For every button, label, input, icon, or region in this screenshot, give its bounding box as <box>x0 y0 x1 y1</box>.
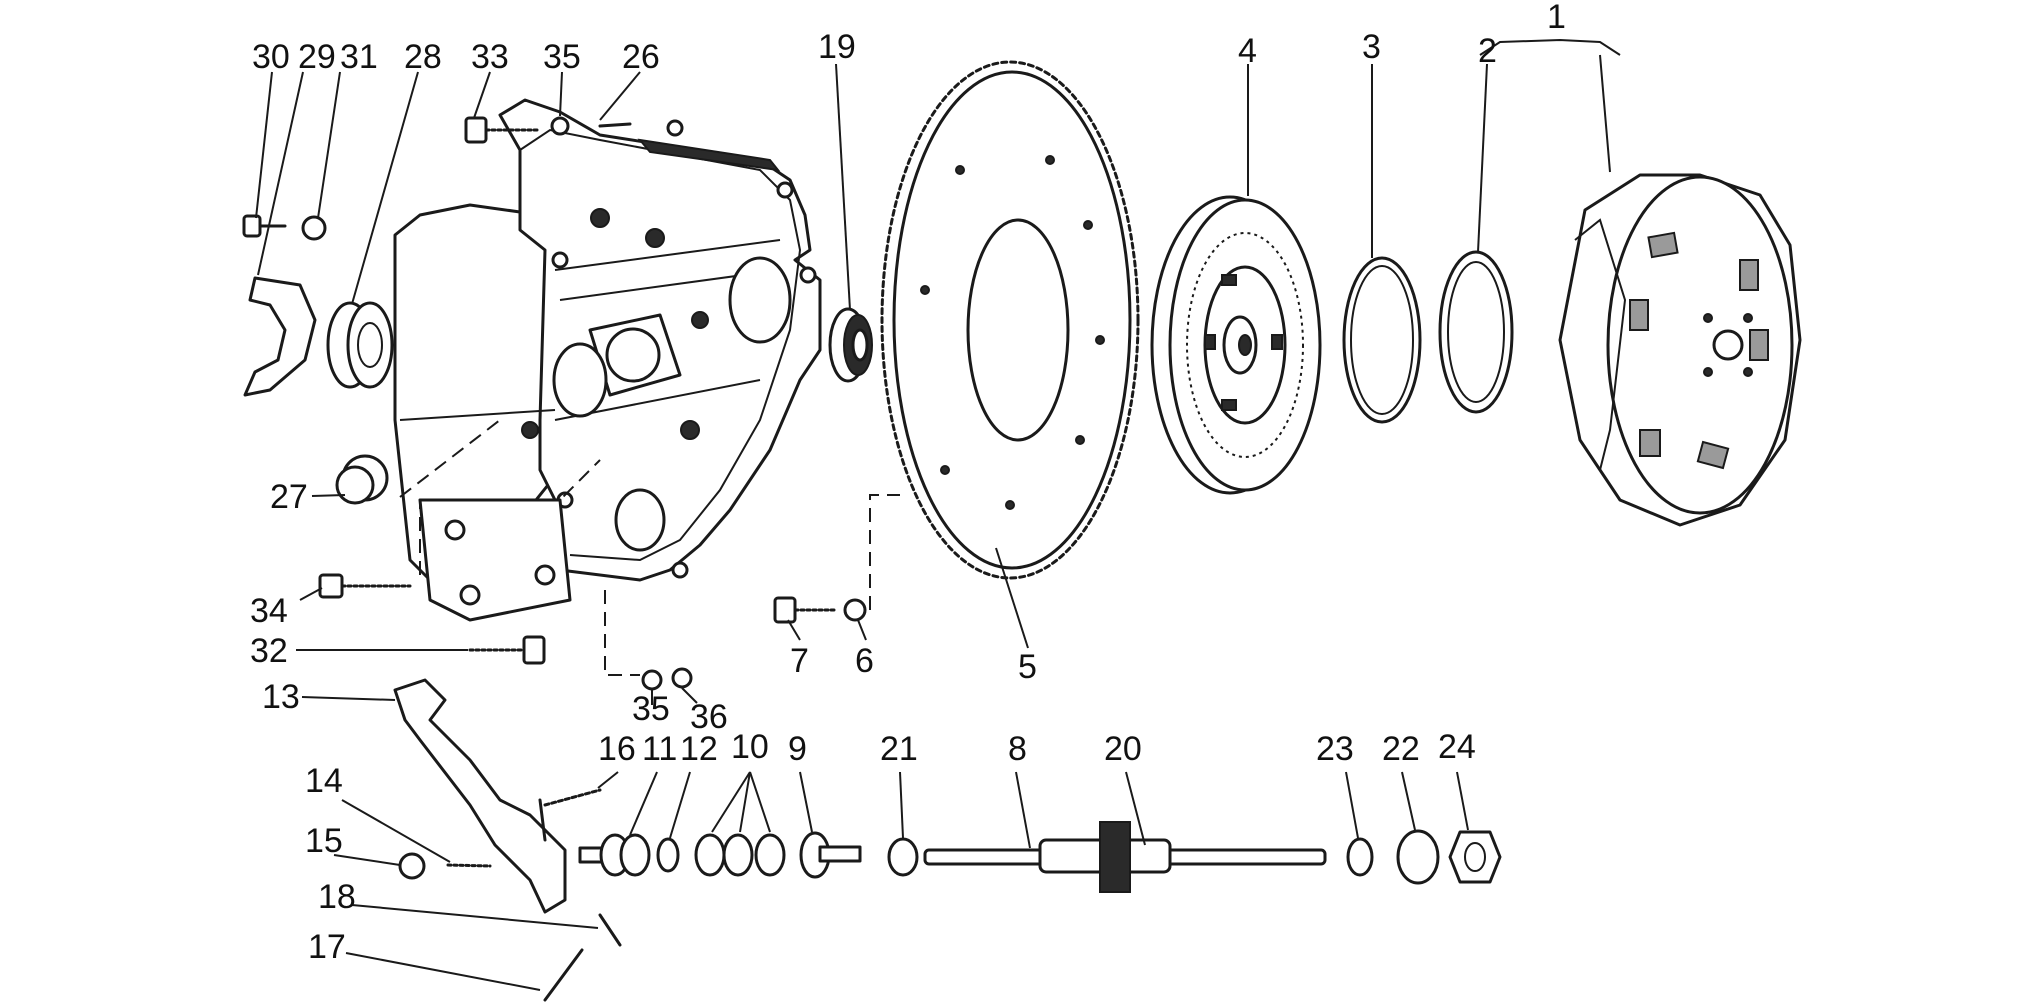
ring-2-inner <box>1447 261 1505 403</box>
callout-10: 10 <box>731 728 769 766</box>
callout-6: 6 <box>855 642 874 680</box>
callout-labels: 30 29 31 28 33 35 26 19 4 3 2 1 27 34 32… <box>250 0 1566 966</box>
bolt-32 <box>468 635 546 665</box>
callout-7: 7 <box>790 642 809 680</box>
callout-8: 8 <box>1008 730 1027 768</box>
bolt-34 <box>318 573 412 599</box>
pin-18 <box>598 913 622 947</box>
bearing-11 <box>578 833 651 877</box>
washer-35-top <box>550 116 570 136</box>
callout-33: 33 <box>471 38 509 76</box>
flywheel-ring-gear <box>880 60 1140 580</box>
align-6 <box>869 494 900 610</box>
nut-15 <box>398 852 426 880</box>
lever-pin <box>538 798 547 842</box>
callout-3: 3 <box>1362 28 1381 66</box>
callout-15: 15 <box>305 822 343 860</box>
align-34 <box>419 459 601 575</box>
callout-34: 34 <box>250 592 288 630</box>
screw-30 <box>242 214 287 238</box>
callout-21: 21 <box>880 730 918 768</box>
callout-27: 27 <box>270 478 308 516</box>
pin-17 <box>543 948 584 1002</box>
nut-24 <box>1448 830 1502 884</box>
lever-13 <box>393 678 567 914</box>
callout-24: 24 <box>1438 728 1476 766</box>
bolt-33 <box>464 116 542 144</box>
washer-6 <box>843 598 867 622</box>
pin-26 <box>598 122 632 128</box>
align-35 <box>604 590 640 676</box>
callout-9: 9 <box>788 730 807 768</box>
callout-2: 2 <box>1478 32 1497 70</box>
ring-23 <box>1346 837 1374 877</box>
spring-14 <box>446 863 492 868</box>
bracket-1 <box>1479 38 1621 56</box>
callout-19: 19 <box>818 28 856 66</box>
clutch-disc <box>1150 195 1322 495</box>
callout-22: 22 <box>1382 730 1420 768</box>
washer-36 <box>671 667 693 689</box>
callout-13: 13 <box>262 678 300 716</box>
shaft-8 <box>923 821 1327 893</box>
washer-10a <box>694 833 726 877</box>
ring-2 <box>1438 250 1514 414</box>
callout-11: 11 <box>642 730 677 768</box>
leader-lines <box>255 54 1611 991</box>
seal-19 <box>828 307 873 383</box>
washer-10c <box>754 833 786 877</box>
ring-3 <box>1342 256 1422 424</box>
pressure-plate-assembly <box>1558 173 1802 527</box>
callout-16: 16 <box>598 730 636 768</box>
washer-35-low <box>641 669 663 691</box>
callout-12: 12 <box>680 730 718 768</box>
bolt-7 <box>773 596 837 624</box>
plug-27 <box>335 454 389 505</box>
thrust-9 <box>799 831 862 879</box>
callout-5: 5 <box>1018 648 1037 686</box>
ring-3-inner <box>1350 265 1414 415</box>
nut-31 <box>301 215 327 241</box>
callout-20: 20 <box>1104 730 1142 768</box>
bearing-28 <box>326 301 394 389</box>
callout-17: 17 <box>308 928 346 966</box>
callout-32: 32 <box>250 632 288 670</box>
callout-35-low: 35 <box>632 690 670 728</box>
callout-14: 14 <box>305 762 343 800</box>
bearing-21 <box>887 837 919 877</box>
clutch-housing <box>393 98 822 622</box>
callout-35-top: 35 <box>543 38 581 76</box>
bearing-22 <box>1396 829 1440 885</box>
callout-28: 28 <box>404 38 442 76</box>
ring-12 <box>656 837 680 873</box>
callout-18: 18 <box>318 878 356 916</box>
callout-23: 23 <box>1316 730 1354 768</box>
callout-31: 31 <box>340 38 378 76</box>
callout-30: 30 <box>252 38 290 76</box>
plate-29 <box>243 276 317 397</box>
callout-29: 29 <box>298 38 336 76</box>
spring-16 <box>543 788 602 807</box>
callout-36: 36 <box>690 698 728 736</box>
washer-10b <box>722 833 754 877</box>
callout-26: 26 <box>622 38 660 76</box>
callout-1: 1 <box>1547 0 1566 36</box>
callout-4: 4 <box>1238 32 1257 70</box>
